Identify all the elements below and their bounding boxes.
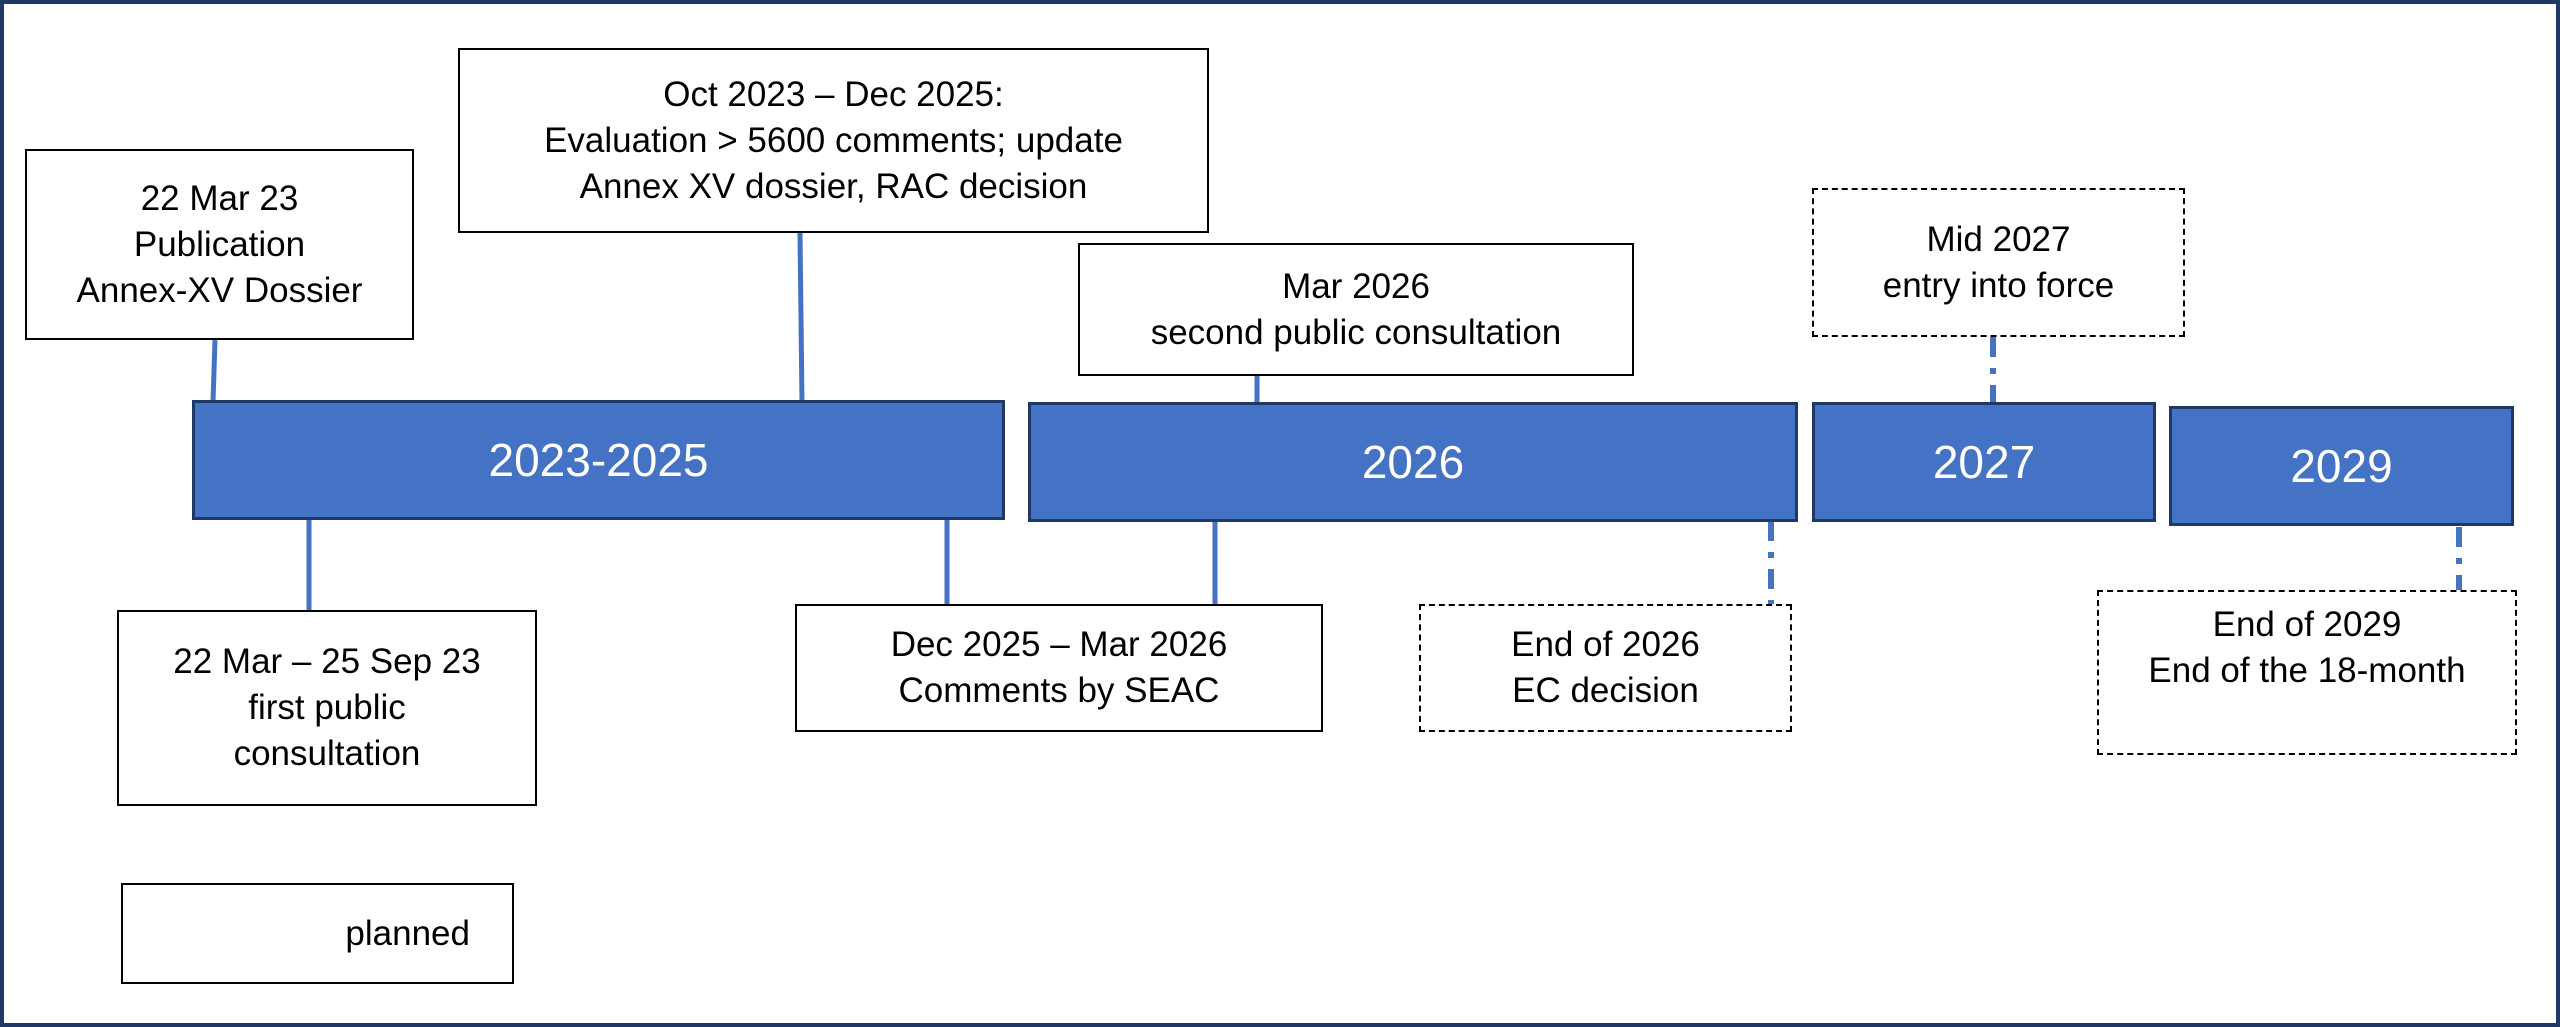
event-line: Annex XV dossier, RAC decision	[579, 166, 1088, 206]
event-entry-into-force-box: Mid 2027 entry into force	[1812, 188, 2185, 337]
legend-planned-label: planned	[345, 913, 470, 953]
event-line: Annex-XV Dossier	[76, 270, 363, 310]
event-evaluation-box: Oct 2023 – Dec 2025: Evaluation > 5600 c…	[458, 48, 1209, 233]
event-line: first public	[248, 688, 406, 727]
event-line: End of 2029	[2212, 605, 2402, 644]
event-seac-comments-box: Dec 2025 – Mar 2026 Comments by SEAC	[795, 604, 1323, 732]
event-line: Mid 2027	[1926, 219, 2071, 259]
period-2027: 2027	[1812, 402, 2156, 522]
event-line: 22 Mar 23	[140, 178, 299, 218]
event-line: Dec 2025 – Mar 2026	[890, 625, 1228, 664]
event-ec-decision-box: End of 2026 EC decision	[1419, 604, 1792, 732]
event-line: EC decision	[1512, 671, 1699, 710]
connector-evaluation	[797, 232, 805, 403]
legend: planned	[121, 883, 514, 984]
event-line: Mar 2026	[1282, 266, 1430, 306]
event-line: second public consultation	[1150, 312, 1562, 352]
event-end-2029-box: End of 2029 End of the 18-month	[2097, 590, 2517, 755]
event-line: Publication	[133, 224, 306, 264]
event-line: Oct 2023 – Dec 2025:	[663, 74, 1004, 114]
event-line: End of 2026	[1511, 625, 1700, 664]
connector-publication	[210, 339, 218, 403]
period-2026: 2026	[1028, 402, 1798, 522]
event-second-consultation-box: Mar 2026 second public consultation	[1078, 243, 1634, 376]
event-line: End of the 18-month	[2148, 651, 2466, 690]
event-first-consultation-box: 22 Mar – 25 Sep 23 first public consulta…	[117, 610, 537, 806]
event-line: 22 Mar – 25 Sep 23	[173, 642, 481, 681]
event-line: Evaluation > 5600 comments; update	[544, 120, 1123, 160]
period-2023-2025: 2023-2025	[192, 400, 1005, 520]
event-publication-box: 22 Mar 23 Publication Annex-XV Dossier	[25, 149, 414, 340]
event-line: entry into force	[1882, 265, 2115, 305]
event-line: consultation	[233, 734, 421, 773]
event-line: Comments by SEAC	[898, 671, 1220, 710]
period-2029: 2029	[2169, 406, 2514, 526]
